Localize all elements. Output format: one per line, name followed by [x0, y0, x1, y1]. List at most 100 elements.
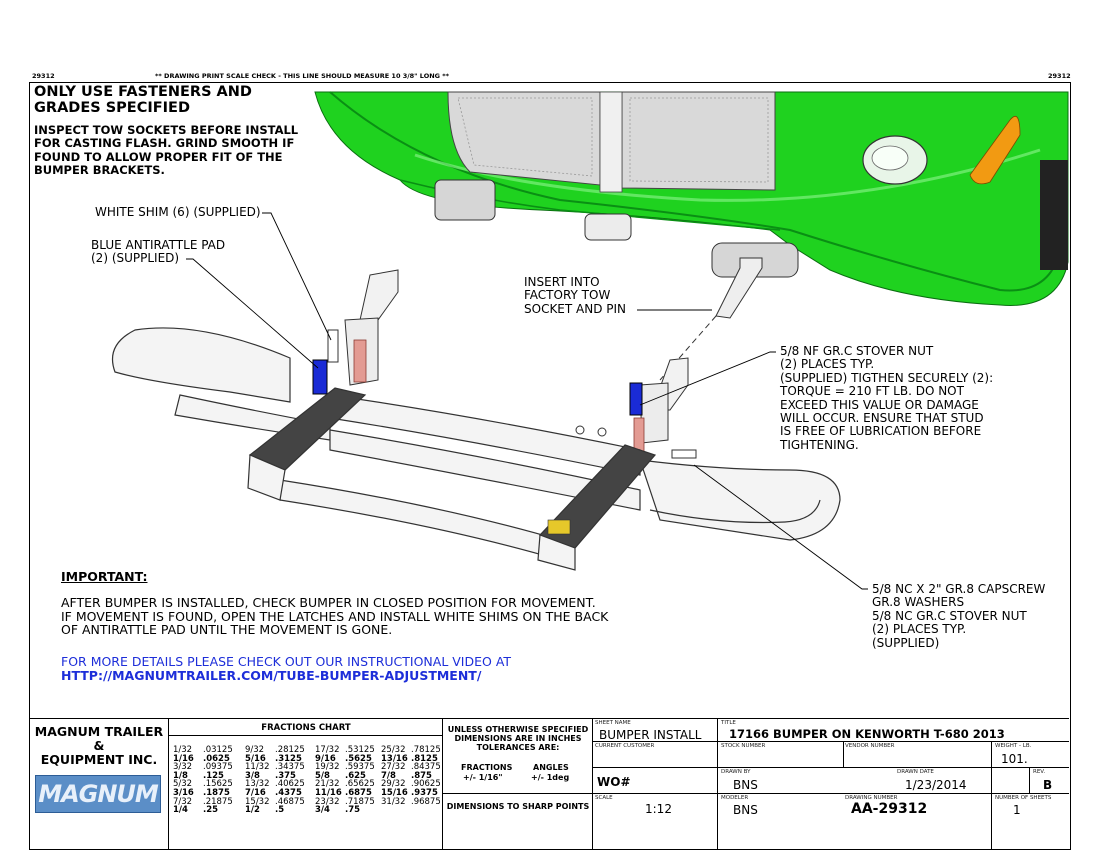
magnum-logo-text: MAGNUM	[38, 780, 159, 808]
decimal-value: .0625	[203, 753, 230, 764]
fraction-value: 3/4	[315, 805, 330, 816]
row-divider-2	[593, 767, 1069, 768]
fraction-value: 21/32	[315, 779, 340, 790]
fraction-row: 7/8 .875	[381, 770, 441, 781]
decimal-value: .1875	[203, 787, 230, 798]
decimal-value: .03125	[203, 745, 233, 755]
fraction-value: 1/8	[173, 770, 188, 781]
callout-white-shim: WHITE SHIM (6) (SUPPLIED)	[95, 205, 261, 219]
video-link[interactable]: HTTP://MAGNUMTRAILER.COM/TUBE-BUMPER-ADJ…	[61, 668, 482, 683]
drawn-date-value: 1/23/2014	[905, 778, 967, 792]
decimal-value: .75	[345, 805, 361, 816]
fraction-row: 3/16 .1875	[173, 789, 233, 798]
weight-value: 101.	[1001, 752, 1028, 766]
fraction-row: 25/32 .78125	[381, 746, 441, 755]
fractions-tolerance-label: FRACTIONS	[461, 763, 513, 772]
important-instructions: AFTER BUMPER IS INSTALLED, CHECK BUMPER …	[61, 595, 609, 638]
angles-tolerance-label: ANGLES	[533, 763, 569, 772]
fraction-value: 15/32	[245, 796, 270, 807]
vendor-number-label: VENDOR NUMBER	[845, 743, 895, 749]
decimal-value: .53125	[345, 745, 375, 755]
decimal-value: .46875	[275, 796, 305, 807]
inspect-tow-sockets-note: INSPECT TOW SOCKETS BEFORE INSTALL FOR C…	[34, 123, 299, 178]
col-divider-2	[991, 741, 992, 849]
fraction-row: 31/32.96875	[381, 796, 441, 807]
callout-tow-socket: INSERT INTO FACTORY TOW SOCKET AND PIN	[524, 275, 627, 316]
magnum-logo: MAGNUM	[35, 775, 161, 813]
tolerances-title: UNLESS OTHERWISE SPECIFIED DIMENSIONS AR…	[447, 725, 589, 752]
sheets-value: 1	[1013, 803, 1021, 817]
left-bracket	[312, 269, 399, 395]
fraction-value: 19/32	[315, 762, 340, 773]
decimal-value: .5	[275, 805, 285, 816]
decimal-value: .78125	[411, 745, 441, 755]
fraction-value: 9/32	[245, 745, 265, 755]
drawn-by-value: BNS	[733, 778, 758, 792]
decimal-value: .90625	[411, 779, 441, 790]
decimal-value: .375	[275, 770, 296, 781]
tube-bumper	[111, 327, 841, 571]
fraction-value: 25/32	[381, 745, 406, 755]
decimal-value: .875	[411, 770, 432, 781]
fraction-value: 31/32	[381, 796, 406, 807]
fraction-row: 11/32.34375	[245, 763, 305, 772]
tolerances-divider	[443, 793, 593, 794]
callout-capscrew: 5/8 NC X 2" GR.8 CAPSCREW GR.8 WASHERS 5…	[872, 582, 1046, 650]
decimal-value: .34375	[275, 762, 305, 773]
fraction-row: 1/32.03125	[173, 746, 233, 755]
decimal-value: .65625	[345, 779, 375, 790]
fractions-tolerance-value: +/- 1/16"	[463, 773, 503, 782]
row-divider-1	[593, 741, 1069, 742]
fraction-value: 1/16	[173, 753, 194, 764]
fraction-value: 7/32	[173, 796, 193, 807]
decimal-value: .28125	[275, 745, 305, 755]
fraction-value: 15/16	[381, 787, 408, 798]
fastener-warning-heading: ONLY USE FASTENERS AND GRADES SPECIFIED	[34, 84, 252, 116]
fraction-row: 9/32 .28125	[245, 746, 305, 755]
scale-label: SCALE	[595, 795, 613, 801]
fraction-row: 7/16.4375	[245, 789, 305, 798]
fraction-value: 29/32	[381, 779, 406, 790]
decimal-value: .84375	[411, 762, 441, 773]
fraction-row: 13/32.40625	[245, 780, 305, 789]
fraction-row: 27/32 .84375	[381, 763, 441, 772]
decimal-value: .5625	[345, 753, 372, 764]
decimal-value: .125	[203, 770, 224, 781]
decimal-value: .09375	[203, 762, 233, 773]
fraction-value: 3/16	[173, 787, 194, 798]
fraction-row: 17/32 .53125	[315, 746, 375, 755]
fraction-row: 29/32 .90625	[381, 780, 441, 789]
fraction-value: 9/16	[315, 753, 336, 764]
scale-check-strip: 29312 ** DRAWING PRINT SCALE CHECK - THI…	[0, 70, 1100, 82]
fraction-row: 1/4.25	[173, 806, 233, 815]
company-name: MAGNUM TRAILER & EQUIPMENT INC.	[34, 724, 164, 767]
fraction-row: 1/16 .0625	[173, 753, 233, 764]
fraction-value: 23/32	[315, 796, 340, 807]
fraction-value: 1/2	[245, 805, 260, 816]
decimal-value: .15625	[203, 779, 233, 790]
drawing-number-value: AA-29312	[851, 801, 928, 817]
fraction-value: 7/8	[381, 770, 396, 781]
scale-value: 1:12	[645, 802, 672, 816]
sheet-name: BUMPER INSTALL	[599, 728, 702, 742]
fractions-chart-title: FRACTIONS CHART	[261, 723, 351, 733]
fraction-row: 15/16.9375	[381, 789, 441, 798]
modeler-label: MODELER	[721, 795, 749, 801]
current-customer-label: CURRENT CUSTOMER	[595, 743, 655, 749]
sheet-name-label: SHEET NAME	[595, 720, 631, 726]
fraction-row: 11/16.6875	[315, 789, 375, 798]
sheet-info-grid: SHEET NAME BUMPER INSTALL TITLE 17166 BU…	[593, 719, 1069, 849]
fraction-row: 21/32 .65625	[315, 780, 375, 789]
fraction-value: 27/32	[381, 762, 406, 773]
fraction-value: 17/32	[315, 745, 340, 755]
sharp-points-note: DIMENSIONS TO SHARP POINTS	[446, 802, 590, 811]
modeler-value: BNS	[733, 803, 758, 817]
work-order-label: WO#	[597, 775, 631, 789]
fractions-divider	[169, 735, 443, 736]
truck-front	[314, 91, 1069, 306]
decimal-value: .25	[203, 805, 219, 816]
